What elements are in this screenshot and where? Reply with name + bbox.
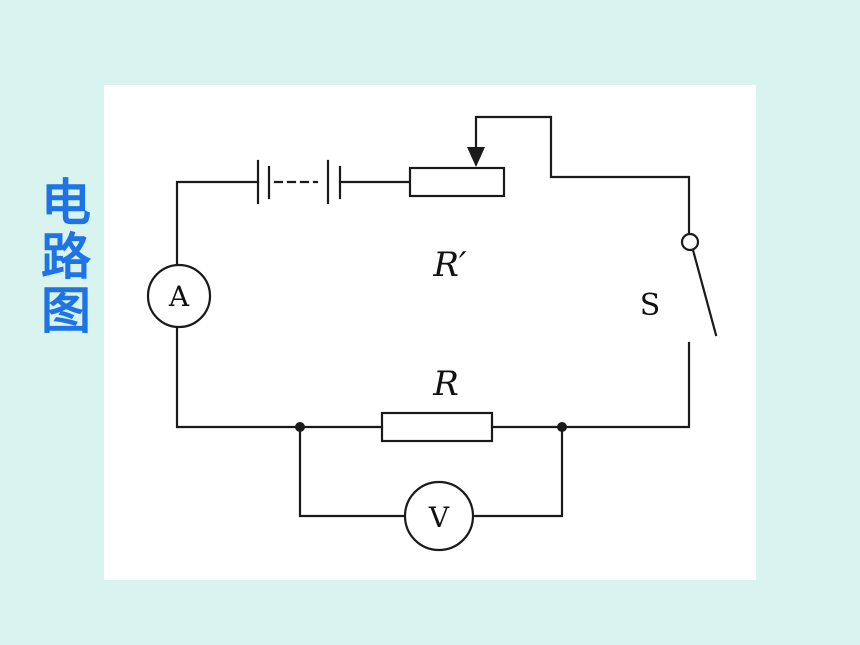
circuit-diagram: A V R′ R S	[146, 115, 718, 552]
rheostat-label: R′	[432, 245, 467, 285]
wire-bottom-left	[175, 323, 384, 429]
resistor	[380, 411, 494, 443]
wire-top-left	[175, 180, 260, 297]
wire-right	[560, 341, 691, 429]
wire-voltmeter-right	[472, 425, 564, 518]
battery	[256, 159, 342, 205]
rheostat	[408, 115, 691, 235]
title-char-3: 图	[41, 282, 91, 340]
voltmeter	[403, 480, 475, 552]
resistor-label: R	[432, 364, 459, 404]
switch	[680, 232, 718, 337]
ammeter	[146, 263, 212, 329]
ammeter-label: A	[168, 280, 190, 313]
wire-voltmeter-left	[298, 425, 406, 518]
switch-label: S	[640, 288, 661, 323]
diagram-title: 电 路 图	[34, 176, 98, 338]
voltmeter-label: V	[428, 501, 450, 534]
title-char-1: 电	[41, 174, 91, 232]
title-char-2: 路	[41, 228, 91, 286]
circuit-diagram-panel: A V R′ R S	[104, 85, 756, 580]
